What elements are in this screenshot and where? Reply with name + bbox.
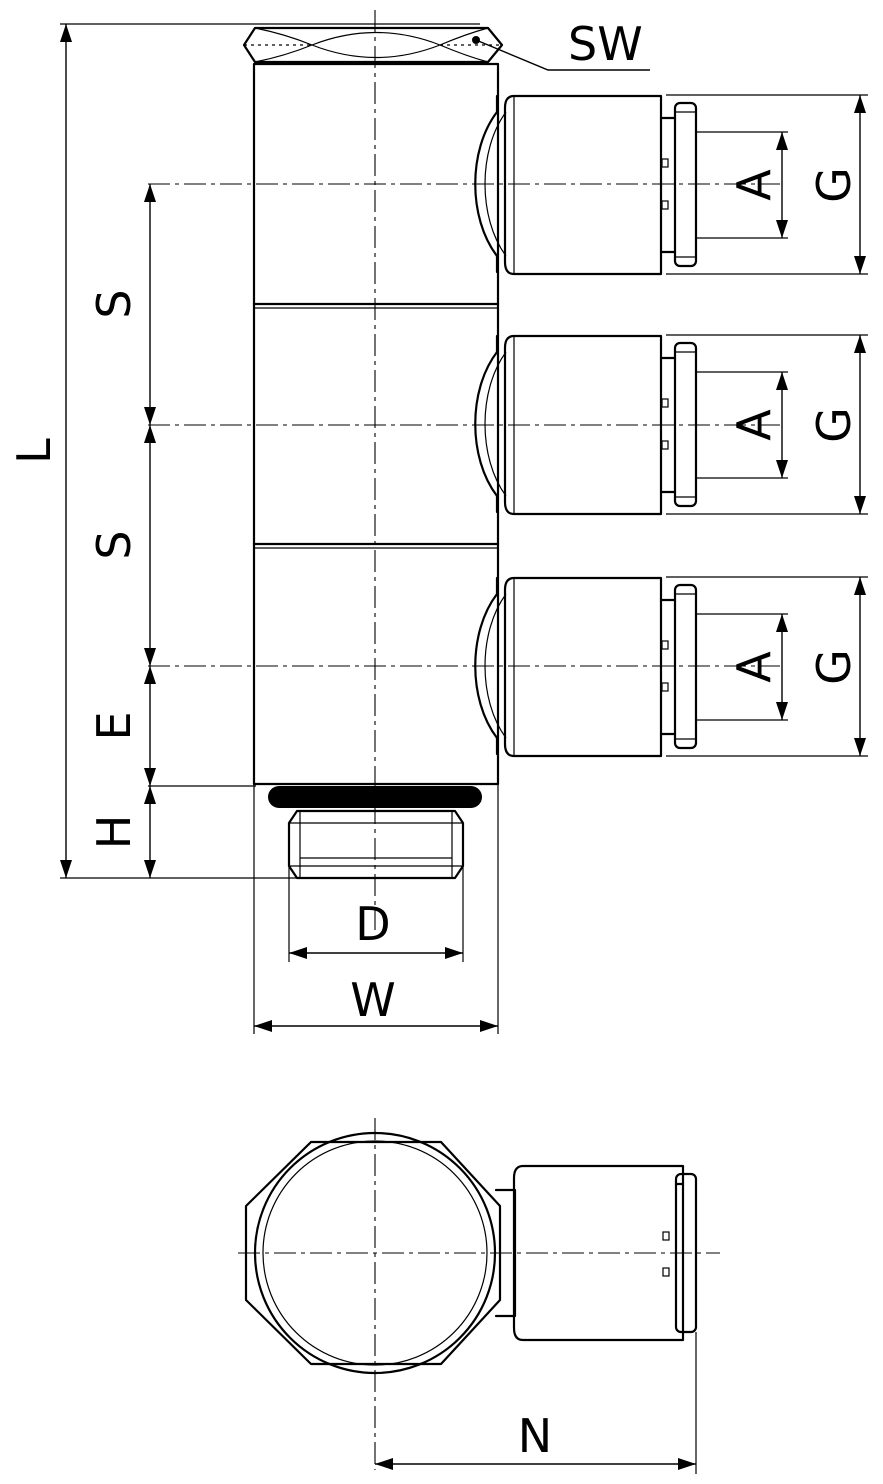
dimension-l (60, 23, 480, 879)
o-ring (268, 786, 482, 808)
male-thread (287, 809, 465, 880)
label-s-lower: S (87, 530, 141, 559)
sw-leader (472, 36, 650, 71)
label-a-1: A (727, 169, 781, 201)
label-n: N (518, 1409, 552, 1463)
label-a-2: A (727, 409, 781, 441)
dimension-stack (144, 184, 256, 878)
label-e: E (87, 711, 141, 740)
label-h: H (87, 815, 141, 850)
dimension-n (375, 1332, 697, 1474)
label-a-3: A (727, 651, 781, 683)
front-view (60, 10, 870, 1034)
label-l: L (7, 438, 61, 464)
label-g-3: G (807, 649, 861, 685)
dimension-labels: SW L S S E H D W A G A G A G N (7, 17, 861, 1463)
centerlines (148, 10, 780, 930)
body-column (252, 62, 500, 786)
label-g-2: G (807, 407, 861, 443)
label-s-upper: S (87, 289, 141, 318)
hex-nut (242, 26, 504, 64)
dimension-d (288, 866, 464, 962)
top-view (238, 1118, 720, 1474)
dimension-w (253, 784, 499, 1034)
label-g-1: G (807, 167, 861, 203)
label-sw: SW (568, 17, 643, 71)
label-d: D (355, 897, 390, 951)
label-w: W (350, 973, 395, 1027)
